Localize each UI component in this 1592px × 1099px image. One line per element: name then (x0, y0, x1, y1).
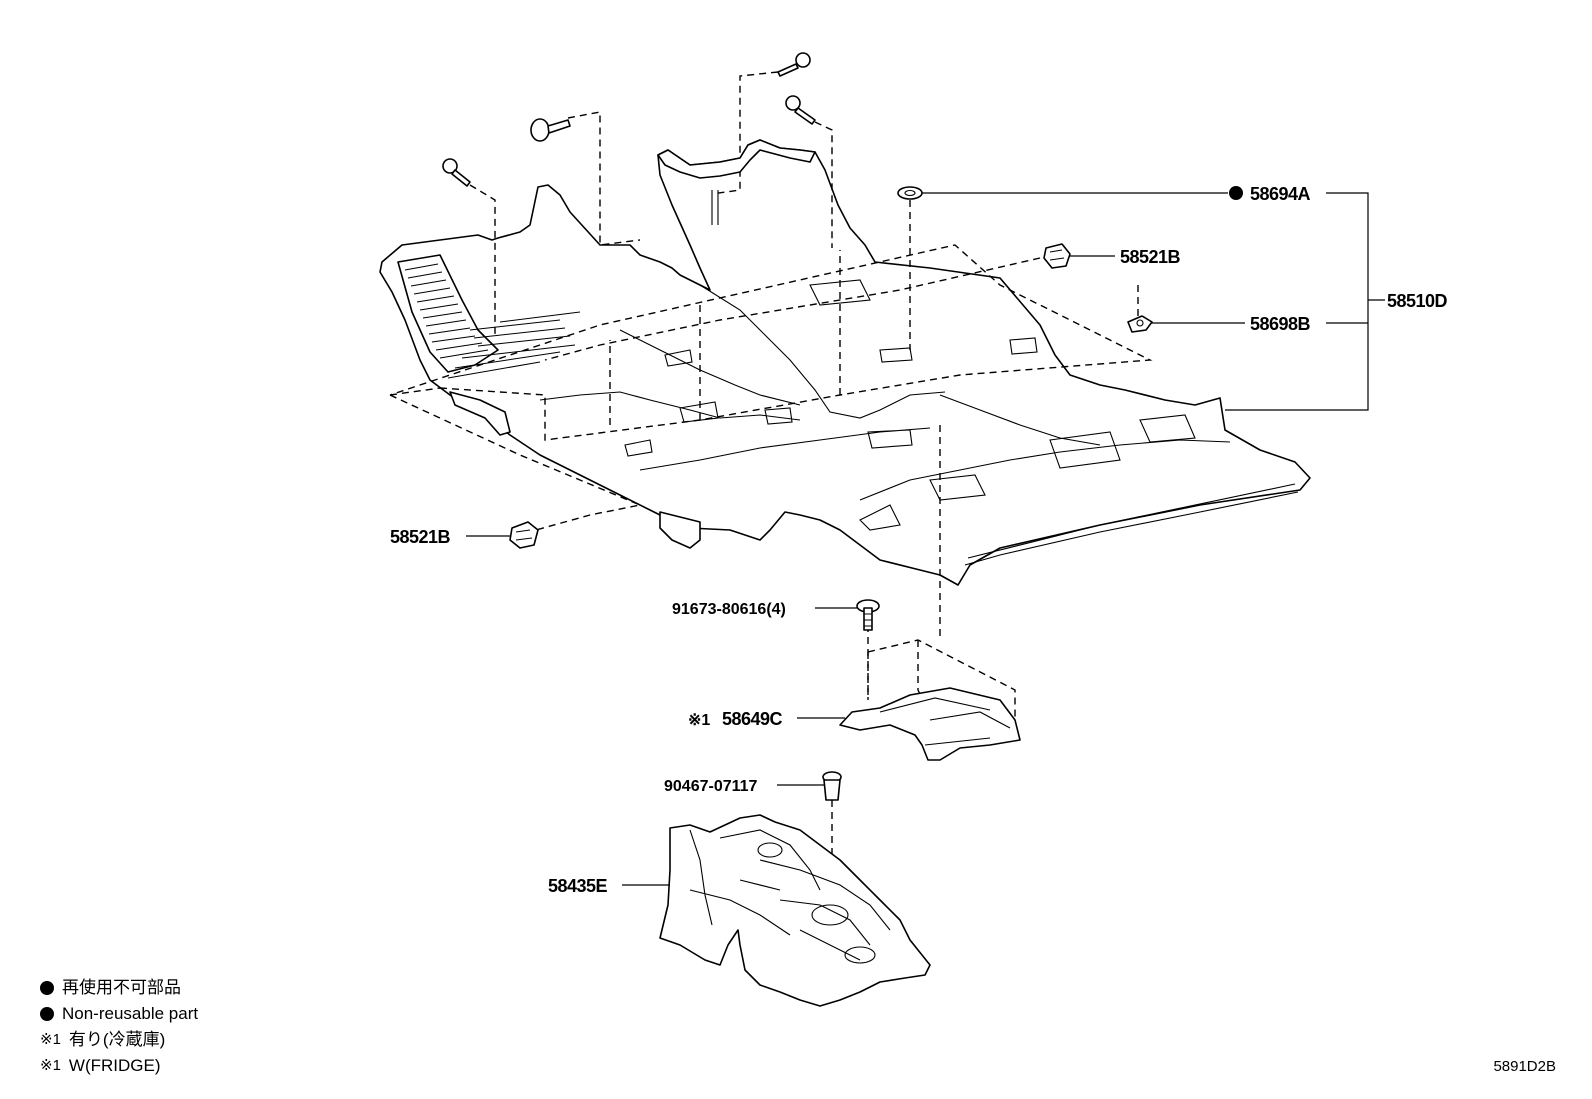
clip-58521B-top (1043, 243, 1071, 269)
center-tunnel-left (619, 329, 801, 406)
screw-top-right-2 (785, 95, 816, 125)
carpet-rear-edge-inner (967, 483, 1296, 559)
center-mat-hatch (447, 311, 581, 379)
clip-90467-07117 (822, 771, 842, 801)
non-reusable-dot-icon (40, 1007, 54, 1021)
legend-row-note1-en: ※1 W(FRIDGE) (40, 1053, 198, 1079)
carpet-rear-edge (964, 491, 1299, 566)
clip-58694A (897, 186, 923, 200)
cover-58649C-outline (839, 687, 1021, 761)
callout-58510D: 58510D (1387, 291, 1448, 311)
diagram-code: 5891D2B (1493, 1058, 1556, 1075)
rear-seat-riser-post (711, 190, 719, 225)
note1-mark: ※1 (40, 1057, 61, 1074)
silencer-58435E (659, 814, 931, 1007)
callout-58435E: 58435E (548, 876, 608, 896)
center-tunnel (699, 284, 946, 419)
driver-mat-hatch (404, 263, 489, 359)
legend-non-reusable-en: Non-reusable part (62, 1004, 199, 1023)
silencer-58435E-outline (659, 814, 931, 1007)
legend-note1-en: W(FRIDGE) (68, 1056, 161, 1075)
clip-58521B-left (509, 521, 539, 549)
legend-row-non-reusable-en: Non-reusable part (40, 1001, 198, 1027)
screw-top-right-1 (777, 52, 811, 77)
floor-detail-lines (539, 279, 1231, 531)
callout-58698B: 58698B (1250, 314, 1311, 334)
leader-lines (466, 186, 1385, 886)
non-reusable-dot-icon (40, 981, 54, 995)
non-reusable-dot-58694A (1229, 186, 1243, 200)
dashed-guide-lines (389, 71, 1153, 880)
push-clip-top (530, 118, 571, 142)
driver-floor-mat-area (397, 254, 581, 379)
callout-91673-80616: 91673-80616(4) (672, 601, 786, 618)
callout-58649C-mark: ※1 (688, 712, 710, 729)
callout-58649C: 58649C (722, 709, 783, 729)
carpet-lower-bracket-side (449, 391, 511, 436)
legend-row-note1-ja: ※1 有り(冷蔵庫) (40, 1027, 198, 1053)
cover-guide-box (867, 639, 1016, 735)
legend: 再使用不可部品 Non-reusable part ※1 有り(冷蔵庫) ※1 … (40, 975, 198, 1079)
floor-carpet-assembly (379, 139, 1311, 586)
legend-row-non-reusable-ja: 再使用不可部品 (40, 975, 198, 1001)
legend-note1-ja: 有り(冷蔵庫) (68, 1030, 166, 1049)
note1-mark: ※1 (40, 1031, 61, 1048)
rear-seat-riser-right (657, 139, 816, 179)
callout-90467-07117: 90467-07117 (664, 778, 758, 795)
callout-58694A: 58694A (1250, 184, 1311, 204)
silencer-58435E-detail (689, 829, 891, 964)
cover-58649C-detail (879, 697, 1011, 746)
bolt-91673-80616 (856, 599, 880, 631)
legend-non-reusable-ja: 再使用不可部品 (62, 978, 181, 997)
callout-58521B-left: 58521B (390, 527, 451, 547)
carpet-lower-bracket-left (659, 511, 701, 549)
callout-58521B-top: 58521B (1120, 247, 1181, 267)
clip-58698B (1127, 315, 1153, 333)
screw-top-left (442, 158, 471, 187)
cover-58649C (839, 639, 1021, 761)
